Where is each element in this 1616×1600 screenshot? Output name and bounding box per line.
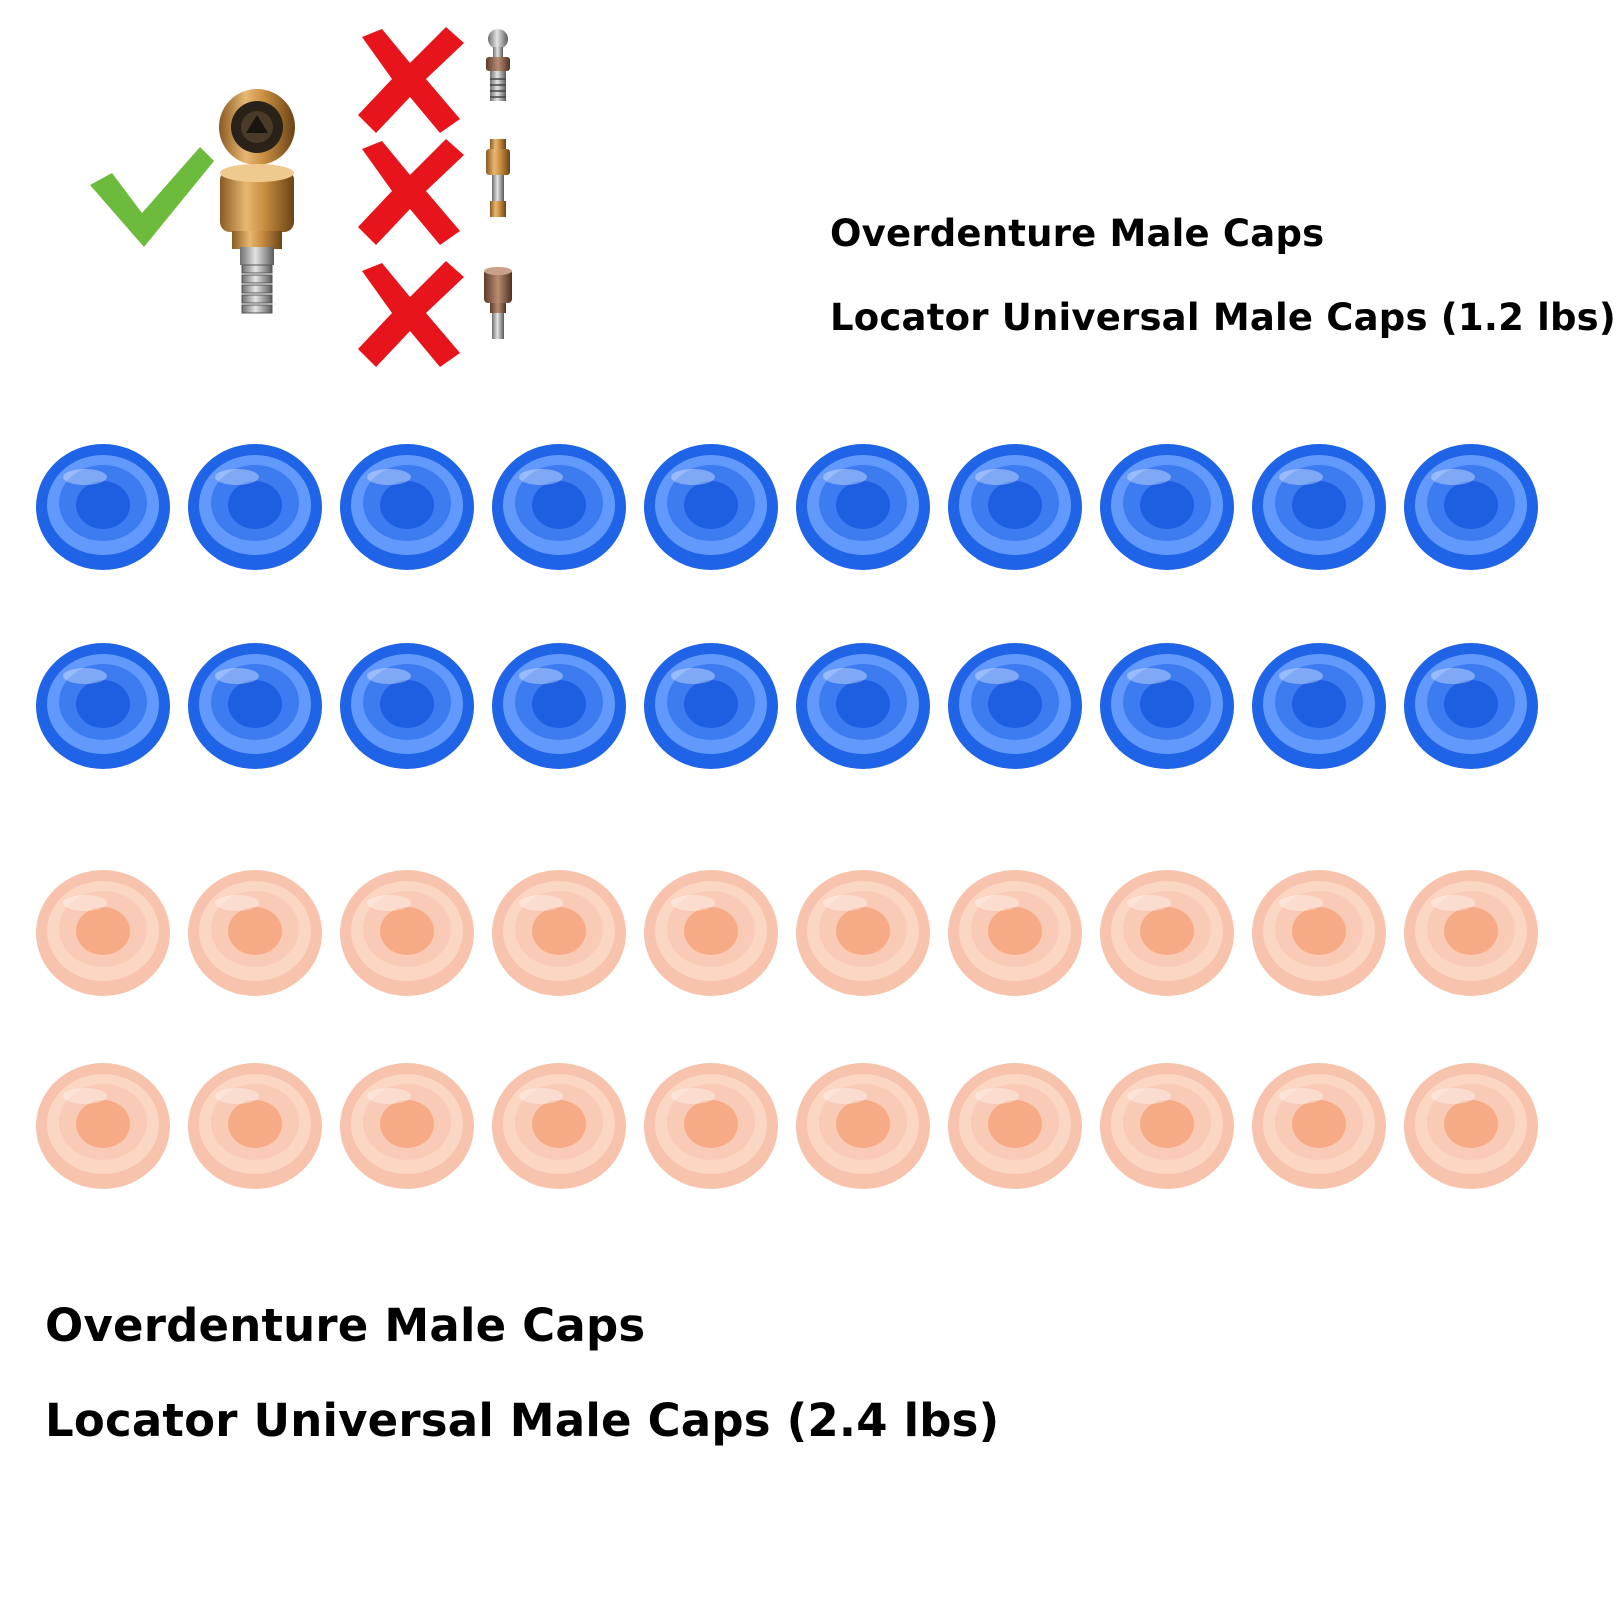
peach-male-cap [1100,870,1234,996]
bottom-caption-block: Overdenture Male Caps Locator Universal … [45,1303,999,1443]
blue-male-cap [188,643,322,769]
blue-male-cap [796,643,930,769]
compatibility-graphic [90,27,512,367]
peach-male-cap [340,870,474,996]
peach-male-cap [796,870,930,996]
top-caption-title: Overdenture Male Caps [830,212,1325,255]
blue-male-cap [644,444,778,570]
x-mark-icon [358,27,464,133]
peach-male-cap [36,870,170,996]
peach-male-cap [948,1063,1082,1189]
peach-male-cap [948,870,1082,996]
blue-male-cap [948,444,1082,570]
blue-male-cap [796,444,930,570]
x-mark-icon [358,261,464,367]
blue-male-cap [340,643,474,769]
gold-stud-attachment [486,139,510,217]
peach-male-cap [188,870,322,996]
blue-male-cap [188,444,322,570]
peach-male-cap [492,870,626,996]
peach-male-cap [1404,870,1538,996]
blue-male-cap [1252,643,1386,769]
peach-male-cap [1252,1063,1386,1189]
peach-male-cap [1404,1063,1538,1189]
bronze-abutment-attachment [484,267,512,339]
blue-male-cap [1100,643,1234,769]
locator-abutment-top-view [219,89,295,165]
blue-male-cap [36,444,170,570]
bottom-caption-subtitle: Locator Universal Male Caps (2.4 lbs) [45,1394,1000,1447]
peach-male-cap [492,1063,626,1189]
blue-male-cap [948,643,1082,769]
peach-male-cap [1252,870,1386,996]
peach-male-cap [644,870,778,996]
peach-male-cap [1100,1063,1234,1189]
blue-male-cap [1404,643,1538,769]
blue-male-cap [492,643,626,769]
peach-male-cap [644,1063,778,1189]
blue-male-cap [1404,444,1538,570]
peach-male-cap [340,1063,474,1189]
blue-male-cap [1252,444,1386,570]
blue-male-cap [492,444,626,570]
blue-cap-row-1 [0,429,1600,589]
blue-male-cap [340,444,474,570]
blue-male-cap [1100,444,1234,570]
blue-cap-row-2 [0,628,1600,788]
x-mark-icon [358,139,464,245]
blue-male-cap [644,643,778,769]
top-caption-subtitle: Locator Universal Male Caps (1.2 lbs) [830,296,1616,339]
locator-abutment-side-view [220,164,294,314]
peach-male-cap [796,1063,930,1189]
peach-male-cap [188,1063,322,1189]
top-caption-block: Overdenture Male Caps Locator Universal … [830,215,1616,336]
peach-cap-row-2 [0,1048,1600,1208]
peach-cap-row-1 [0,855,1600,1015]
bottom-caption-title: Overdenture Male Caps [45,1299,646,1352]
peach-male-cap [36,1063,170,1189]
ball-attachment [486,29,510,101]
blue-male-cap [36,643,170,769]
check-mark-icon [90,147,214,247]
